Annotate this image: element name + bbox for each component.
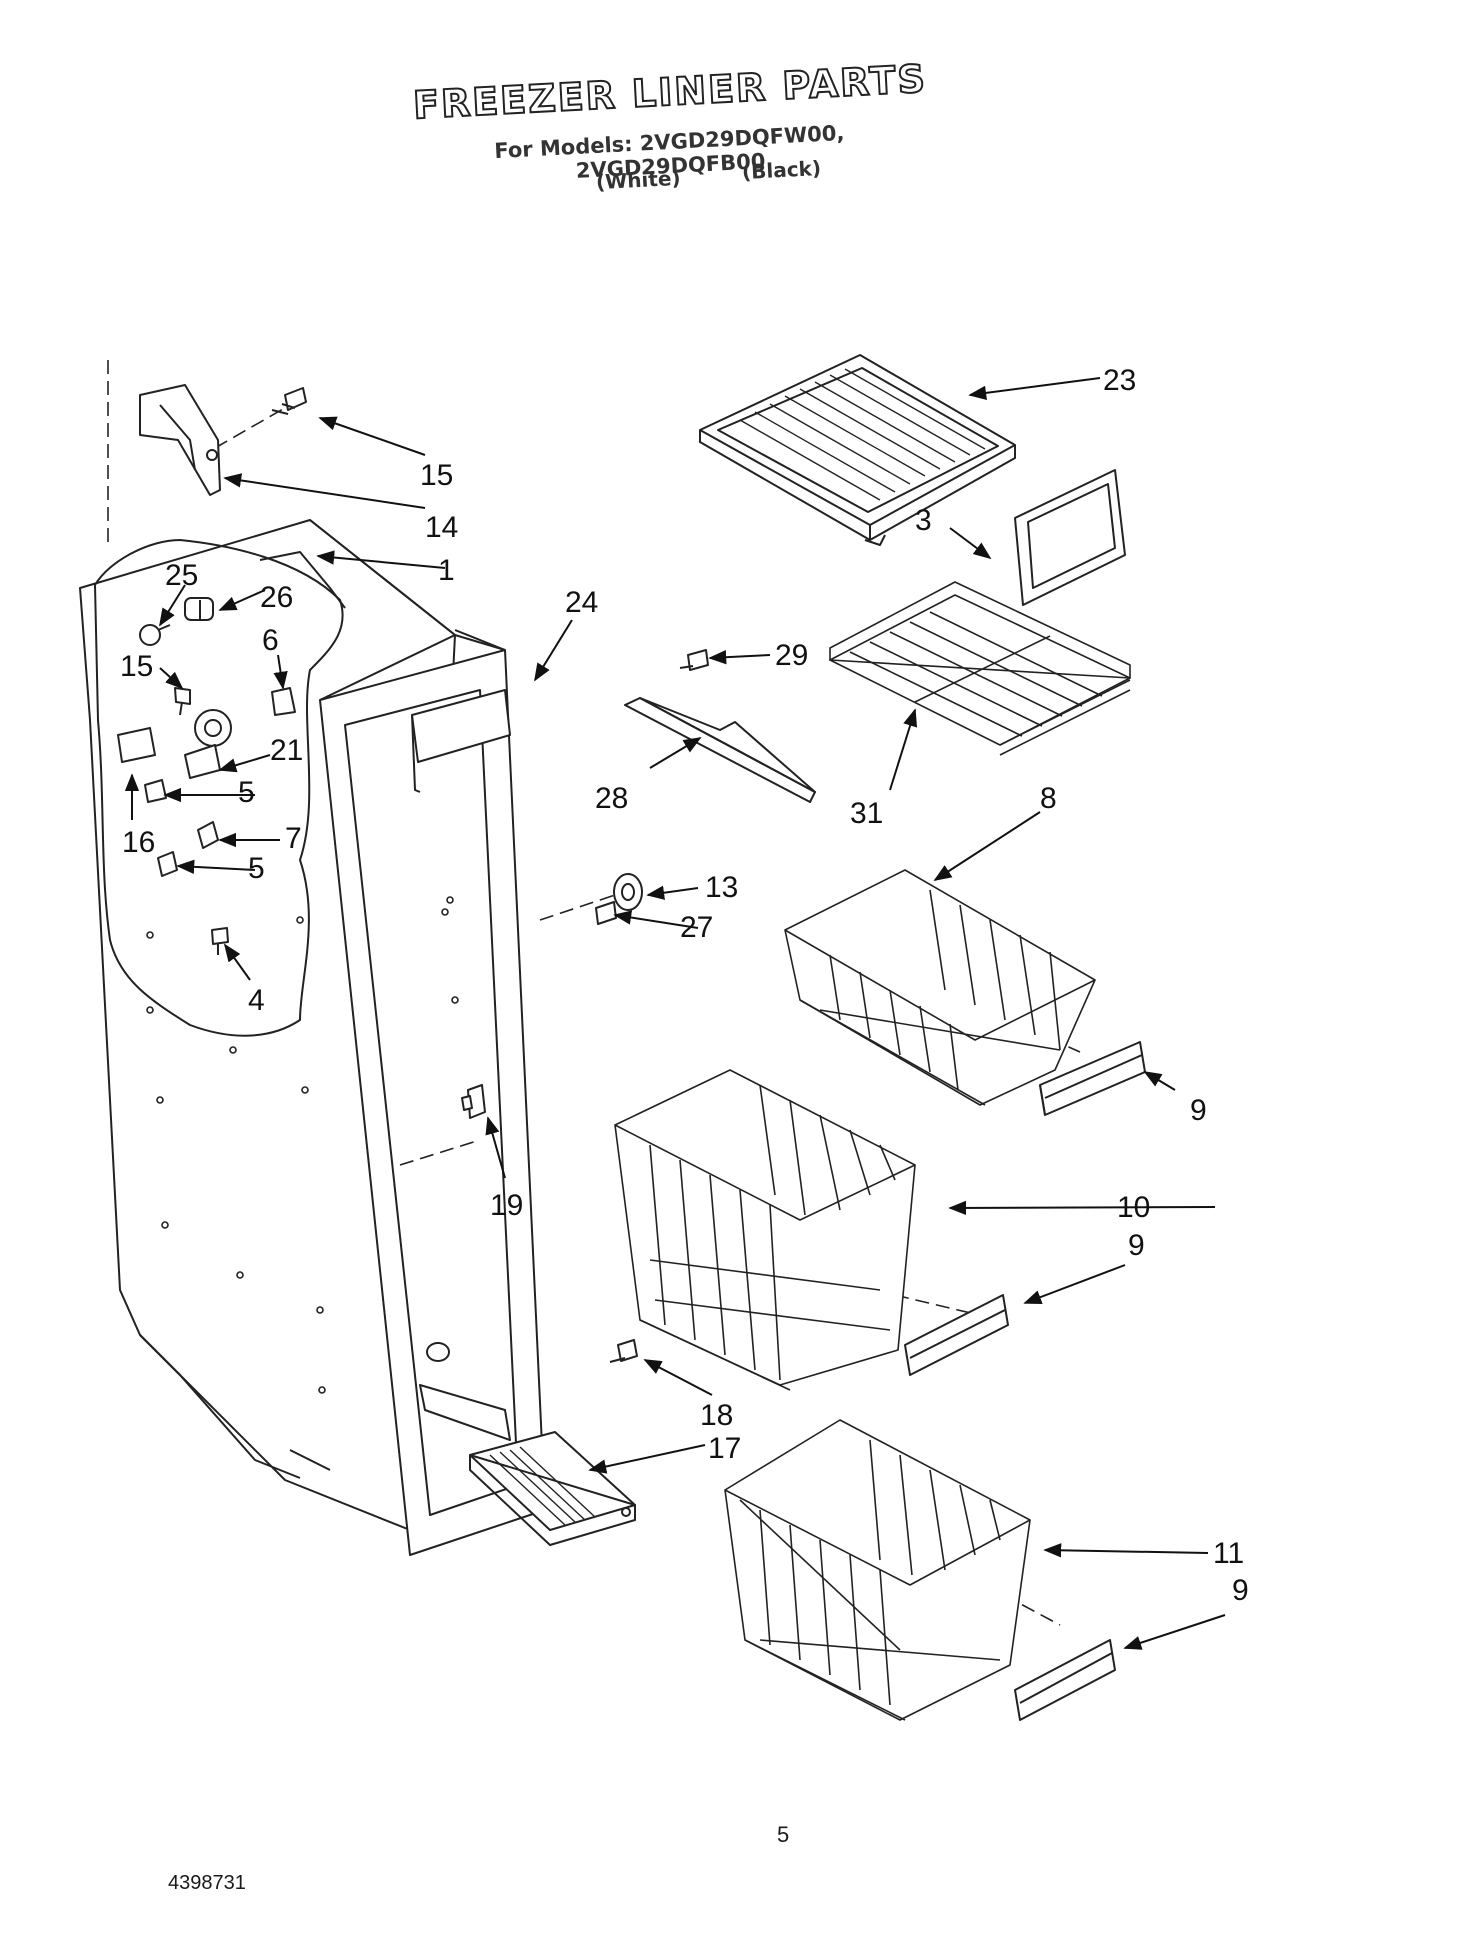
callout-19: 19 <box>490 1189 523 1222</box>
screw-part-15-top <box>271 387 307 415</box>
shelf-rail-part-28 <box>624 697 816 803</box>
callout-18: 18 <box>700 1399 733 1432</box>
wire-basket-part-8 <box>784 869 1096 1106</box>
callout-15-top: 15 <box>420 459 453 492</box>
lamp-socket-part-26 <box>184 597 214 621</box>
control-housing-outline <box>94 539 344 1037</box>
wire-basket-part-10 <box>614 1069 916 1391</box>
callout-labels: 23 15 14 1 3 24 25 26 6 15 29 21 5 28 31… <box>120 364 1249 1607</box>
basket-trim-part-9-lower <box>1014 1639 1116 1721</box>
callout-11: 11 <box>1213 1537 1244 1570</box>
callout-7: 7 <box>285 822 302 855</box>
screw-part-29 <box>679 649 709 671</box>
screw-part-27 <box>595 901 617 925</box>
liner-mounting-holes <box>146 896 459 1394</box>
callout-15-left: 15 <box>120 650 153 683</box>
screw-part-15-left <box>174 687 191 716</box>
screw-part-5-upper <box>144 779 167 803</box>
clip-part-7 <box>197 821 219 849</box>
callout-28: 28 <box>595 782 628 815</box>
callout-8: 8 <box>1040 782 1057 815</box>
screw-part-4 <box>211 927 229 955</box>
leader-arrows <box>124 377 1226 1650</box>
freezer-liner-body <box>79 519 546 1556</box>
clip-part-19 <box>461 1084 486 1119</box>
shelf-trim-part-3 <box>1014 469 1126 606</box>
callout-27: 27 <box>680 911 713 944</box>
callout-1: 1 <box>438 554 455 587</box>
document-number: 4398731 <box>168 1872 246 1894</box>
page-number: 5 <box>777 1822 790 1847</box>
callout-5-lower: 5 <box>248 852 265 885</box>
callout-6: 6 <box>262 624 279 657</box>
top-bracket-part-14 <box>139 384 221 496</box>
bushing-part-13 <box>613 873 643 911</box>
callout-3: 3 <box>915 504 932 537</box>
grille-part-17 <box>469 1431 636 1546</box>
callout-14: 14 <box>425 511 458 544</box>
bracket-part-16 <box>117 727 156 763</box>
callout-24: 24 <box>565 586 598 619</box>
callout-16: 16 <box>122 826 155 859</box>
wire-basket-part-11 <box>724 1419 1031 1721</box>
glass-shelf-part-23 <box>699 354 1016 546</box>
basket-trim-part-9-middle <box>904 1294 1009 1376</box>
callout-9-lower: 9 <box>1232 1574 1249 1607</box>
callout-25: 25 <box>165 559 198 592</box>
callout-9-upper: 9 <box>1190 1094 1207 1127</box>
callout-31: 31 <box>850 797 883 830</box>
callout-26: 26 <box>260 581 293 614</box>
callout-21: 21 <box>270 734 303 767</box>
callout-5-upper: 5 <box>238 776 255 809</box>
wire-shelf-part-31 <box>829 581 1131 756</box>
callout-10: 10 <box>1117 1191 1150 1224</box>
callout-13: 13 <box>705 871 738 904</box>
callout-4: 4 <box>248 984 265 1017</box>
basket-trim-part-9-upper <box>1039 1041 1146 1116</box>
clip-part-6 <box>271 687 296 716</box>
callout-29: 29 <box>775 639 808 672</box>
callout-17: 17 <box>708 1432 741 1465</box>
callout-9-middle: 9 <box>1128 1229 1145 1262</box>
callout-23: 23 <box>1103 364 1136 397</box>
screw-part-18 <box>609 1339 638 1363</box>
